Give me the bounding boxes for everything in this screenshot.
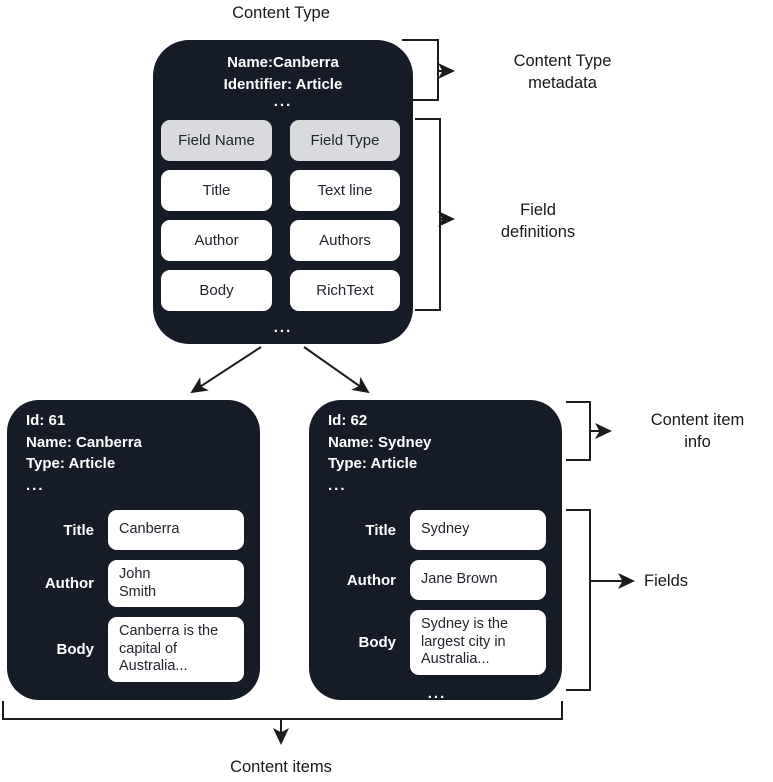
field-value: Canberra (108, 510, 244, 550)
item-2-header: Id: 62 Name: Sydney Type: Article ... (328, 410, 550, 496)
field-row: Title Canberra (26, 510, 244, 550)
item-type: Type: Article (328, 455, 418, 472)
field-type-chip: Authors (290, 220, 400, 261)
item-1-fields: Title Canberra Author John Smith Body Ca… (26, 510, 244, 709)
field-value: Jane Brown (410, 560, 546, 600)
field-type-chip: Text line (290, 170, 400, 211)
metadata-ellipsis: ... (273, 93, 293, 110)
content-item-box-2: Id: 62 Name: Sydney Type: Article ... Ti… (309, 400, 562, 702)
content-type-metadata-header: Name:Canberra Identifier: Article ... (153, 52, 413, 109)
content-items-title: Content items (230, 758, 332, 776)
field-row: Title Sydney (328, 510, 546, 550)
content-type-title: Content Type (232, 4, 330, 22)
field-type-column-header: Field Type (290, 120, 400, 161)
content-item-box-1: Id: 61 Name: Canberra Type: Article ... … (7, 400, 260, 709)
fields-ellipsis: ... (273, 319, 293, 336)
field-value: Sydney (410, 510, 546, 550)
item-name: Name: Canberra (26, 433, 142, 451)
content-type-name: Name:Canberra (227, 54, 339, 71)
field-label: Body (56, 640, 95, 658)
field-label: Title (63, 521, 94, 539)
field-label: Title (365, 521, 396, 539)
item-id: Id: 61 (26, 412, 66, 429)
field-value: John Smith (108, 560, 244, 607)
field-name-chip: Title (161, 170, 272, 211)
field-row: Body Canberra is the capital of Australi… (26, 617, 244, 682)
item-2-fields: Title Sydney Author Jane Brown Body Sydn… (328, 510, 546, 702)
field-label: Author (44, 575, 94, 592)
field-value: Sydney is the largest city in Australia.… (410, 610, 546, 675)
field-row: Author Jane Brown (328, 560, 546, 600)
field-label: Author (346, 571, 396, 589)
field-definitions-grid: Field Name Field Type Title Text line Au… (161, 120, 400, 311)
item-type: Type: Article (26, 455, 116, 472)
field-row: Body Sydney is the largest city in Austr… (328, 610, 546, 675)
field-type-chip: RichText (290, 270, 400, 311)
field-name-column-header: Field Name (161, 120, 272, 161)
bracket-fields (566, 509, 591, 691)
arrow-to-content-item-2 (303, 346, 370, 394)
item-fields-ellipsis: ... (427, 684, 447, 702)
bracket-field-definitions (415, 118, 441, 311)
content-item-info-label: Content item info (650, 411, 745, 451)
arrow-to-content-item-1 (190, 346, 262, 394)
fields-label: Fields (644, 572, 689, 590)
field-definitions-label: Field definitions (500, 201, 576, 241)
item-header-ellipsis: ... (328, 476, 347, 494)
item-name: Name: Sydney (328, 433, 432, 451)
item-1-header: Id: 61 Name: Canberra Type: Article ... (26, 410, 248, 496)
item-fields-ellipsis: ... (125, 691, 145, 709)
content-type-box: Name:Canberra Identifier: Article ... Fi… (153, 40, 413, 344)
field-label: Body (358, 633, 397, 651)
content-type-identifier: Identifier: Article (223, 75, 343, 93)
bracket-content-item-info (566, 401, 591, 461)
field-name-chip: Body (161, 270, 272, 311)
field-value: Canberra is the capital of Australia... (108, 617, 244, 682)
field-row: Author John Smith (26, 560, 244, 607)
item-header-ellipsis: ... (26, 476, 45, 494)
content-type-metadata-label: Content Type metadata (513, 52, 612, 92)
field-name-chip: Author (161, 220, 272, 261)
item-id: Id: 62 (328, 412, 368, 429)
